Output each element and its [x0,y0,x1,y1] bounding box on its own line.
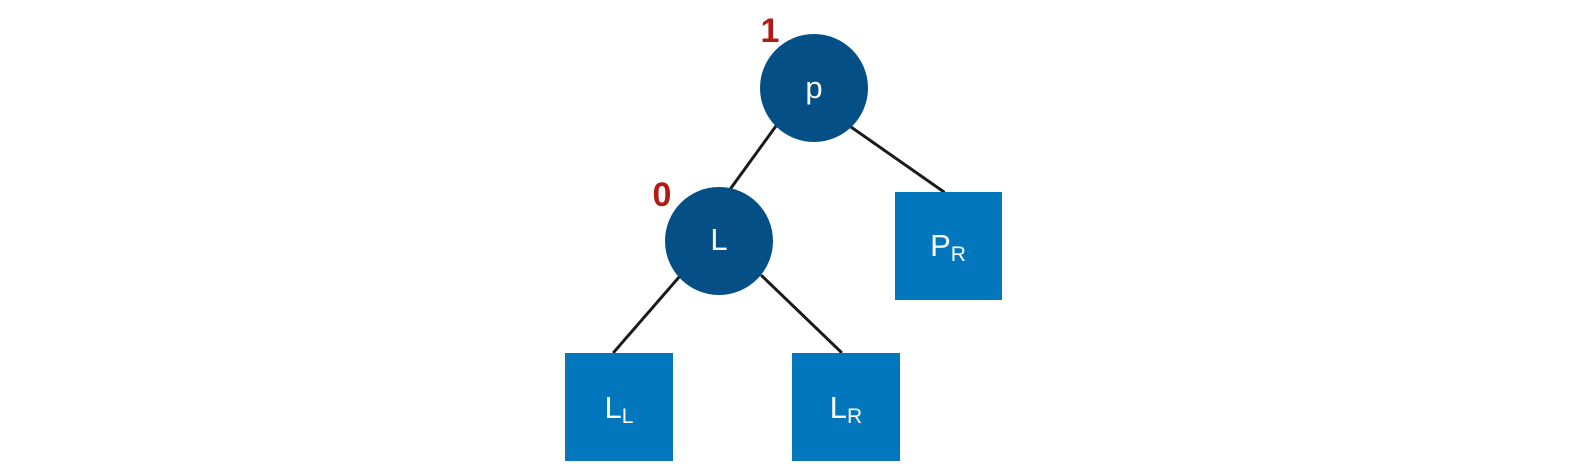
subtree-LL-sub: L [622,405,634,428]
balance-L: 0 [653,176,672,214]
subtree-LL: LL [565,353,673,461]
edge-L-LL [612,274,682,354]
subtree-LR-sub: R [847,405,862,428]
node-p-label: p [805,70,822,105]
edge-L-LR [760,274,843,354]
subtree-LR-main: L [830,390,847,425]
subtree-PR-label: PR [930,228,966,266]
edge-p-PR [849,125,946,194]
subtree-PR: PR [895,192,1002,300]
subtree-LL-label: LL [605,390,634,428]
node-L: L [665,187,773,295]
subtree-LR-label: LR [830,390,862,428]
node-p: p [760,34,868,142]
subtree-PR-main: P [930,228,951,263]
subtree-LR: LR [792,353,900,461]
edge-p-L [729,124,778,190]
subtree-PR-sub: R [951,243,966,266]
balance-p: 1 [761,12,780,50]
node-L-label: L [710,222,727,257]
subtree-LL-main: L [605,390,622,425]
